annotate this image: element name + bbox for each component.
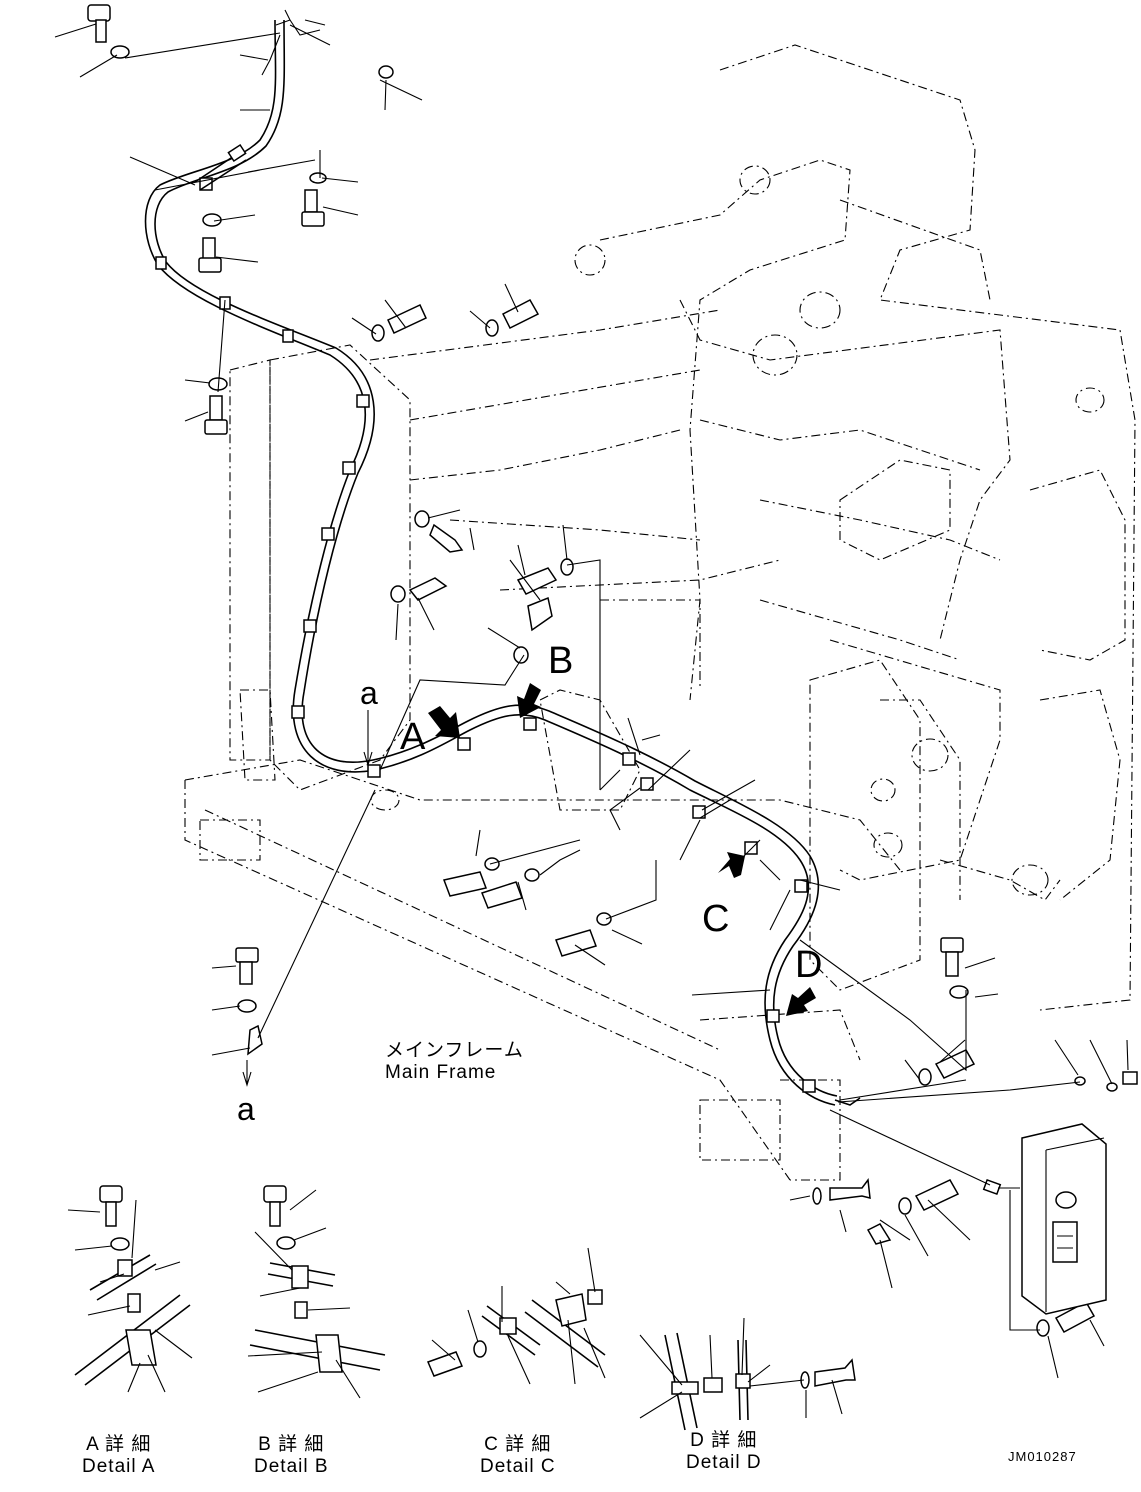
detail-c-caption-en: Detail C [480,1456,556,1477]
arrow-b-icon [517,683,541,718]
connector-label-a-bottom: a [237,1091,255,1127]
detail-b-caption: B 詳 細 Detail B [254,1434,329,1478]
detail-a-caption-jp: A 詳 細 [86,1434,152,1455]
view-label-d: D [795,944,823,986]
detail-d-drawing [639,1317,856,1431]
view-label-b: B [548,640,574,682]
main-frame-label-en: Main Frame [385,1062,497,1083]
view-label-c: C [702,898,730,940]
detail-d-caption-jp: D 詳 細 [690,1430,758,1451]
view-arrows [242,683,816,1087]
detail-c-caption-jp: C 詳 細 [484,1434,552,1455]
arrow-a-icon [428,706,460,738]
detail-b-caption-jp: B 詳 細 [258,1434,325,1455]
connector-label-a-top: a [360,675,378,711]
detail-c-drawing [426,1247,606,1385]
detail-c-caption: C 詳 細 Detail C [480,1434,556,1478]
detail-a-caption: A 詳 細 Detail A [82,1434,155,1478]
leader-lines [54,19,1129,1379]
arrow-d-icon [786,987,816,1016]
detail-d-caption: D 詳 細 Detail D [686,1430,762,1474]
hardware [87,4,1138,1337]
main-frame-label: メインフレーム Main Frame [385,1040,524,1084]
main-frame-outline [184,44,1136,1181]
detail-d-caption-en: Detail D [686,1452,762,1473]
detail-views [67,1185,856,1431]
detail-a-drawing [67,1185,193,1393]
main-frame-label-jp: メインフレーム [385,1040,524,1061]
detail-b-caption-en: Detail B [254,1456,329,1477]
relay-unit [1021,1123,1107,1315]
detail-a-caption-en: Detail A [82,1456,156,1477]
wire-harness [144,9,838,1106]
arrow-c-icon [718,852,745,878]
drawing-code: JM010287 [1008,1449,1077,1464]
view-label-a: A [400,716,426,758]
detail-b-drawing [247,1185,386,1399]
